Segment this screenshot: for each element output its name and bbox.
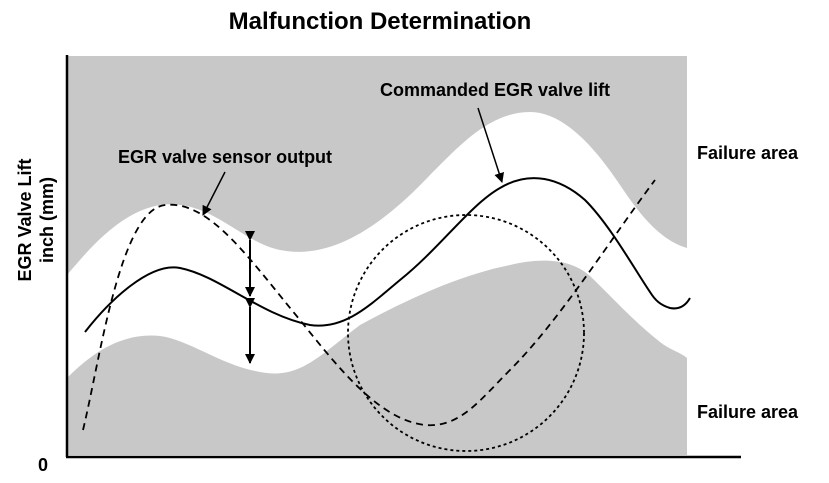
y-axis-origin-label: 0 (38, 455, 49, 475)
sensor-output-curve (82, 179, 656, 431)
commanded-lift-label: Commanded EGR valve lift (380, 80, 611, 100)
commanded-pointer-arrow (477, 107, 504, 183)
sensor-output-label: EGR valve sensor output (118, 147, 333, 167)
upper-failure-area (67, 56, 687, 275)
lower-failure-label: Failure area (697, 402, 799, 422)
sensor-pointer-arrow (202, 171, 226, 216)
upper-failure-label: Failure area (697, 143, 799, 163)
malfunction-circle (347, 214, 585, 452)
diagram-title: Malfunction Determination (228, 8, 532, 35)
commanded-lift-curve (84, 177, 691, 333)
lower-failure-area (67, 260, 687, 455)
